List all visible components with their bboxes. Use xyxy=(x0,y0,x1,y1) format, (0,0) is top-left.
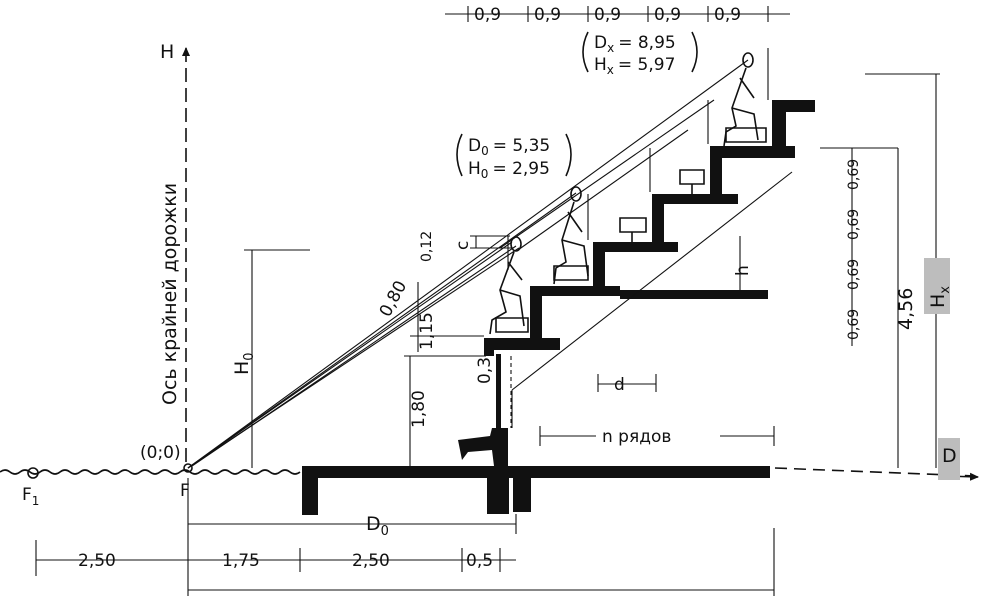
top-spacing-5: 0,9 xyxy=(714,5,741,25)
point-f-marker xyxy=(183,463,193,473)
top-spacing-4: 0,9 xyxy=(654,5,681,25)
hx-label-bg xyxy=(924,258,950,314)
dim-115: 1,15 xyxy=(417,312,437,350)
top-spacing-ticks xyxy=(467,6,769,22)
spectator-4 xyxy=(679,169,705,194)
dim-012: 0,12 xyxy=(419,231,435,262)
dim-03: 0,3 xyxy=(475,357,495,384)
top-spacing-1: 0,9 xyxy=(474,5,501,25)
foundation-slab xyxy=(302,466,770,515)
sightline-mid-1 xyxy=(499,99,715,249)
point-c-label: c xyxy=(453,241,473,250)
bottom-05: 0,5 xyxy=(466,551,493,571)
bottom-175: 1,75 xyxy=(222,551,260,571)
foundation-pier xyxy=(487,470,509,514)
point-f-label: F xyxy=(180,481,190,501)
stand-step-2 xyxy=(530,286,620,338)
right-spacing-4: 0,69 xyxy=(846,309,862,340)
box-h0: H0= 2,95 xyxy=(468,159,550,181)
stand-underside xyxy=(511,171,793,391)
point-f1-marker xyxy=(27,467,39,479)
hx-label: Hx xyxy=(927,286,953,308)
stand-step-4 xyxy=(652,194,738,242)
rows-label: n рядов xyxy=(602,427,671,447)
top-spacing-2: 0,9 xyxy=(534,5,561,25)
dim-h: h xyxy=(733,265,753,276)
bottom-250-left: 2,50 xyxy=(78,551,116,571)
box-0-paren-left xyxy=(456,133,463,177)
box-xa-paren-left xyxy=(582,31,589,73)
front-parapet xyxy=(458,428,508,466)
bottom-250-mid: 2,50 xyxy=(352,551,390,571)
axis-caption: Ось крайней дорожки xyxy=(159,183,181,405)
box-dx: Dx= 8,95 xyxy=(594,33,676,55)
sightline-through xyxy=(187,192,577,469)
d-axis xyxy=(774,467,976,477)
spectator-3 xyxy=(619,217,647,242)
rows-label-bg xyxy=(596,426,720,446)
stand-step-3 xyxy=(593,242,678,286)
dim-180: 1,80 xyxy=(409,390,429,428)
front-wall-column xyxy=(496,354,501,466)
d-axis-label-bg xyxy=(938,438,960,480)
sightline-mid-2 xyxy=(517,129,689,251)
h0-label: H0 xyxy=(231,352,257,375)
spectator-5 xyxy=(723,52,767,147)
dim-456: 4,56 xyxy=(895,288,917,330)
stand-mid-beam xyxy=(620,290,768,299)
sightline-upper xyxy=(187,59,749,469)
right-spacing-3: 0,69 xyxy=(846,259,862,290)
spectator-2 xyxy=(553,186,589,285)
h-axis-label: H xyxy=(160,41,174,63)
top-spacing-3: 0,9 xyxy=(594,5,621,25)
stand-step-5 xyxy=(710,146,795,194)
d-axis-label: D xyxy=(942,445,957,467)
box-hx: Hx= 5,97 xyxy=(594,55,675,77)
foundation-pier-2 xyxy=(513,478,531,512)
right-spacing-2: 0,69 xyxy=(846,209,862,240)
d0-label: D0 xyxy=(366,513,389,539)
point-f1-label: F1 xyxy=(22,485,39,508)
stand-top xyxy=(772,100,815,146)
sightline-lower-c xyxy=(191,245,517,467)
dim-d: d xyxy=(614,375,625,395)
right-spacing-1: 0,69 xyxy=(846,159,862,190)
box-0-paren-right xyxy=(565,133,572,177)
box-xa-paren-right xyxy=(691,31,698,73)
origin-label: (0;0) xyxy=(140,443,181,463)
stand-step-1 xyxy=(484,338,560,356)
ground-line xyxy=(0,469,301,475)
box-d0: D0= 5,35 xyxy=(468,136,550,158)
spectator-1 xyxy=(489,236,529,335)
